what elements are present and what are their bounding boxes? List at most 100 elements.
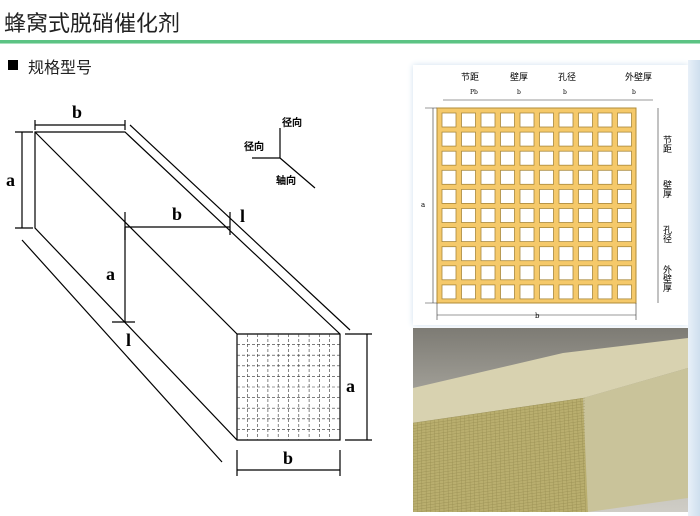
honeycomb-cell: [617, 208, 632, 223]
honeycomb-cell: [519, 284, 535, 300]
honeycomb-cell: [441, 227, 457, 243]
honeycomb-cell: [597, 189, 613, 204]
axis-radial-top: 径向: [282, 116, 302, 129]
honeycomb-cell: [558, 284, 574, 300]
dim-b-top: b: [72, 102, 82, 122]
honeycomb-cell: [480, 246, 496, 262]
photo-cell-line: [541, 506, 586, 512]
honeycomb-cell: [597, 112, 613, 128]
side-pitch: 节距: [661, 135, 672, 153]
honeycomb-cell: [500, 265, 515, 281]
honeycomb-cell: [578, 150, 593, 166]
dim-b-bottom: b: [283, 448, 293, 468]
honeycomb-cell: [578, 131, 593, 147]
photo-cell-line: [511, 408, 516, 512]
axis-axial: 轴向: [276, 174, 296, 187]
photo-cell-line: [490, 411, 493, 512]
label-outer-wall: 外壁厚: [625, 71, 652, 83]
photo-cell-line: [413, 446, 586, 471]
side-outer-wall: 外壁厚: [661, 264, 672, 293]
honeycomb-cell: [519, 112, 535, 128]
sym-pitch: Pb: [470, 89, 478, 96]
photo-cell-line: [451, 417, 454, 512]
photo-cell-line: [413, 474, 586, 499]
photo-cell-line: [413, 406, 586, 432]
honeycomb-cell: [539, 284, 554, 300]
honeycomb-cell: [519, 227, 535, 243]
honeycomb-cell: [578, 265, 593, 281]
honeycomb-cell: [539, 169, 554, 185]
photo-cell-line: [457, 494, 586, 512]
photo-cell-line: [413, 466, 586, 491]
honeycomb-cell: [617, 150, 632, 166]
honeycomb-cell: [617, 112, 632, 128]
honeycomb-cell: [578, 227, 593, 243]
honeycomb-cell: [519, 265, 535, 281]
photo-cell-line: [481, 412, 485, 512]
honeycomb-cell: [539, 208, 554, 223]
honeycomb-cell: [461, 284, 476, 300]
honeycomb-cell: [558, 227, 574, 243]
photo-cell-line: [550, 402, 555, 512]
honeycomb-cell: [558, 246, 574, 262]
honeycomb-cell: [519, 189, 535, 204]
photo-cell-line: [507, 409, 511, 512]
honeycomb-cell: [539, 112, 554, 128]
honeycomb-cell: [617, 169, 632, 185]
dim-b-inner: b: [172, 204, 182, 224]
honeycomb-cell: [597, 246, 613, 262]
honeycomb-cell: [617, 246, 632, 262]
photo-cell-line: [541, 404, 547, 512]
photo-cell-line: [559, 401, 564, 512]
honeycomb-cell: [617, 189, 632, 204]
honeycomb-cell: [558, 169, 574, 185]
photo-cell-line: [413, 412, 586, 438]
photo-cell-line: [413, 483, 586, 508]
label-hole: 孔径: [558, 71, 576, 83]
honeycomb-cell: [500, 112, 515, 128]
honeycomb-cell: [597, 208, 613, 223]
photo-cell-line: [477, 413, 480, 512]
photo-cell-line: [413, 457, 586, 482]
honeycomb-cell: [480, 112, 496, 128]
photo-cell-line: [533, 405, 538, 512]
honeycomb-cell: [500, 169, 515, 185]
honeycomb-cell: [441, 169, 457, 185]
honeycomb-cell: [480, 169, 496, 185]
photo-cell-line: [413, 454, 586, 480]
photo-cell-line: [413, 420, 586, 446]
photo-cell-line: [520, 407, 524, 512]
honeycomb-cell: [578, 284, 593, 300]
honeycomb-cell: [461, 131, 476, 147]
dim-a: a: [421, 201, 425, 209]
dim-a-right: a: [346, 376, 355, 396]
honeycomb-cell: [597, 284, 613, 300]
photo-cell-line: [413, 486, 586, 510]
honeycomb-cell: [578, 112, 593, 128]
honeycomb-cell: [617, 284, 632, 300]
photo-cell-line: [563, 400, 569, 512]
photo-cell-line: [442, 418, 445, 512]
honeycomb-cell: [441, 284, 457, 300]
photo-cell-line: [413, 471, 586, 496]
photo-cell-line: [524, 406, 529, 512]
photo-cell-line: [413, 440, 586, 466]
photo-cell-line: [413, 449, 586, 474]
photo-cell-line: [413, 443, 586, 468]
photo-cell-line: [519, 503, 586, 512]
honeycomb-cell: [617, 265, 632, 281]
dim-l-left: l: [126, 330, 131, 350]
side-wall: 壁厚: [661, 179, 672, 199]
honeycomb-cell: [519, 246, 535, 262]
honeycomb-cell: [480, 150, 496, 166]
photo-cell-line: [494, 410, 498, 512]
photo-cell-line: [438, 419, 440, 512]
honeycomb-cell: [597, 265, 613, 281]
photo-cell-line: [498, 500, 586, 512]
catalyst-photo: [413, 328, 688, 512]
honeycomb-cell: [480, 208, 496, 223]
honeycomb-cell: [500, 208, 515, 223]
honeycomb-cell: [461, 189, 476, 204]
photo-cell-line: [413, 451, 586, 477]
honeycomb-cell: [558, 150, 574, 166]
